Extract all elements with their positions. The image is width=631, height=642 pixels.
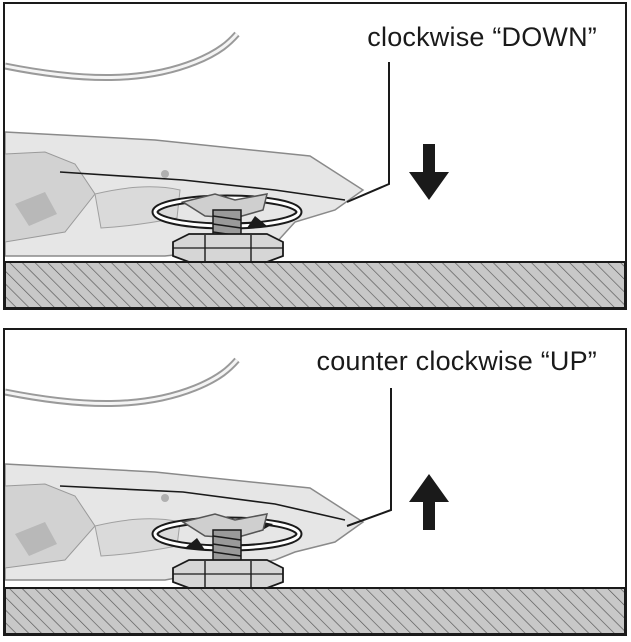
caption-counter-clockwise-up: counter clockwise “UP” xyxy=(316,346,597,376)
leader-line xyxy=(346,388,392,527)
leveling-foot-illustration-down xyxy=(5,31,625,308)
leveling-screw xyxy=(212,529,242,565)
arrow-down-icon xyxy=(409,144,449,200)
panel-clockwise-down: clockwise “DOWN” xyxy=(3,2,627,310)
arrow-up-icon xyxy=(409,474,449,530)
leveling-foot-illustration-up xyxy=(5,357,625,634)
floor xyxy=(5,587,625,634)
panel-counter-clockwise-up: counter clockwise “UP” xyxy=(3,328,627,636)
leader-line xyxy=(346,62,390,203)
floor xyxy=(5,261,625,308)
leveling-foot xyxy=(172,559,284,589)
caption-clockwise-down: clockwise “DOWN” xyxy=(367,22,597,52)
leveling-foot xyxy=(172,233,284,263)
